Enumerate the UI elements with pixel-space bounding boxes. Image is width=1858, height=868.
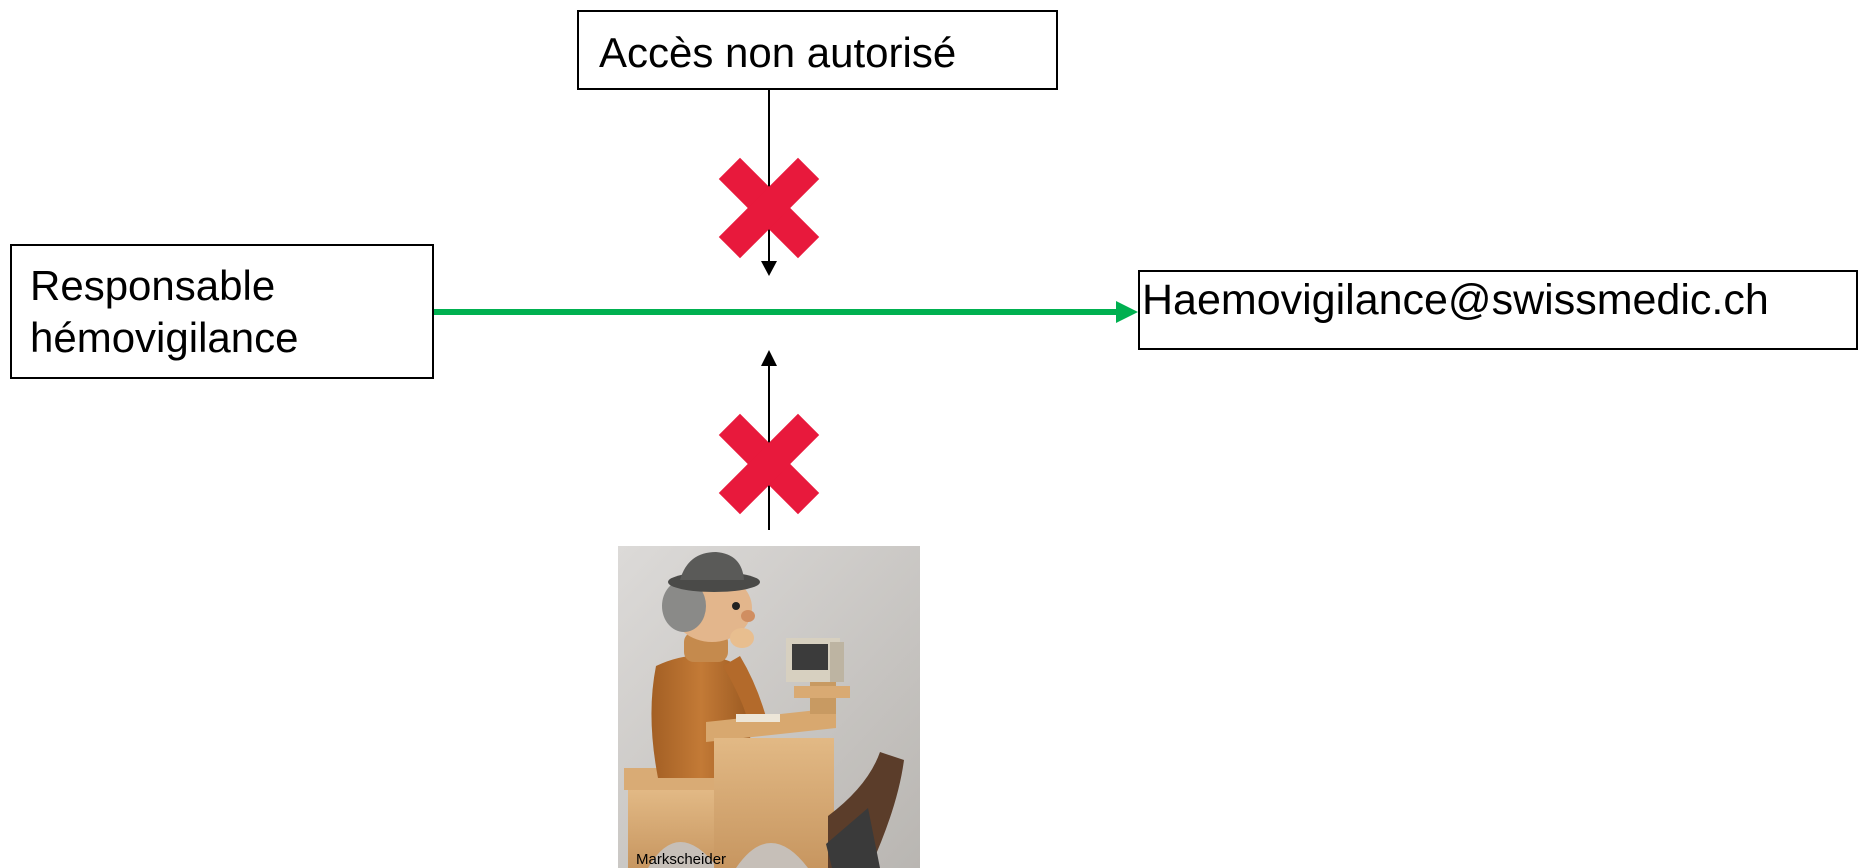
responsible-label-line1: Responsable xyxy=(30,262,276,309)
blocked-cross-top xyxy=(718,157,820,259)
responsible-label-line2: hémovigilance xyxy=(30,314,299,361)
top-arrow-head xyxy=(761,261,777,276)
responsible-box: Responsable hémovigilance xyxy=(10,244,434,379)
hacker-figurine-photo xyxy=(618,546,920,868)
blocked-cross-bottom xyxy=(718,413,820,515)
recipient-email-box: Haemovigilance@swissmedic.ch xyxy=(1138,270,1858,350)
bottom-arrow-head xyxy=(761,350,777,366)
unauthorized-access-label: Accès non autorisé xyxy=(599,29,957,76)
unauthorized-access-box: Accès non autorisé xyxy=(577,10,1058,90)
photo-caption: Markscheider xyxy=(636,851,727,868)
allowed-arrow-head xyxy=(1116,301,1138,323)
recipient-email: Haemovigilance@swissmedic.ch xyxy=(1142,276,1769,324)
